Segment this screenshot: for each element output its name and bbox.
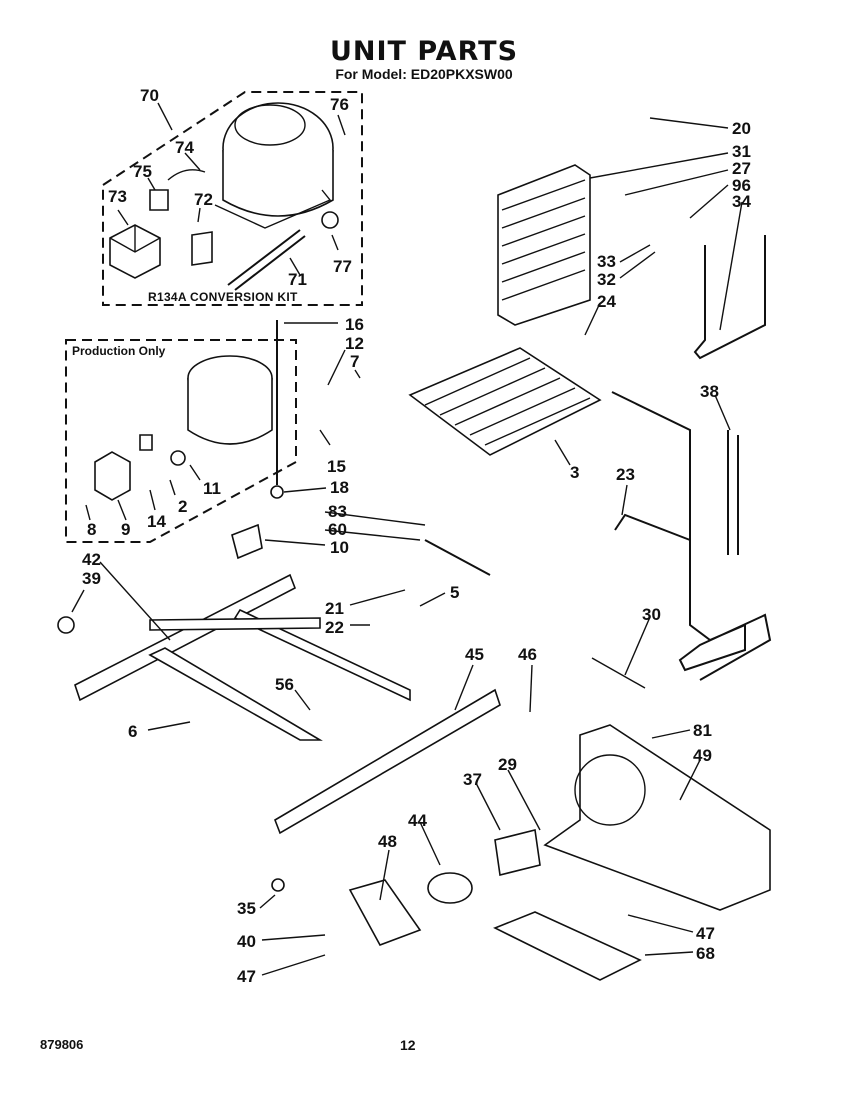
callout-37: 37 xyxy=(463,770,482,789)
tubing-drawing xyxy=(611,391,772,681)
callout-48: 48 xyxy=(378,832,397,851)
callout-5: 5 xyxy=(450,583,459,602)
part-60-drawing xyxy=(424,539,491,576)
callout-9: 9 xyxy=(121,520,130,539)
callout-70: 70 xyxy=(140,86,159,105)
callout-6: 6 xyxy=(128,722,137,741)
evaporator-coil-drawing xyxy=(408,347,602,456)
conversion-kit-label: R134A CONVERSION KIT xyxy=(148,290,298,304)
callout-20: 20 xyxy=(732,119,751,138)
callout-47-left: 47 xyxy=(237,967,256,986)
drier-34 xyxy=(693,235,766,360)
callout-12: 12 xyxy=(345,334,364,353)
callout-45: 45 xyxy=(465,645,484,664)
callout-14: 14 xyxy=(147,512,166,531)
wire-30 xyxy=(591,657,646,689)
callout-33: 33 xyxy=(597,252,616,271)
callout-77: 77 xyxy=(333,257,352,276)
callout-3: 3 xyxy=(570,463,579,482)
callout-34: 34 xyxy=(732,192,751,211)
callout-47-right: 47 xyxy=(696,924,715,943)
conversion-kit-box xyxy=(102,91,363,306)
page-number: 12 xyxy=(400,1037,416,1053)
callout-31: 31 xyxy=(732,142,751,161)
callout-46: 46 xyxy=(518,645,537,664)
fan-bracket-drawing xyxy=(543,724,771,911)
callout-18: 18 xyxy=(330,478,349,497)
callout-23: 23 xyxy=(616,465,635,484)
callout-22: 22 xyxy=(325,618,344,637)
callout-30: 30 xyxy=(642,605,661,624)
callout-83: 83 xyxy=(328,502,347,521)
callout-81: 81 xyxy=(693,721,712,740)
callout-71: 71 xyxy=(288,270,307,289)
callout-74: 74 xyxy=(175,138,194,157)
callout-11: 11 xyxy=(203,479,221,498)
callout-76: 76 xyxy=(330,95,349,114)
part-10-drawing xyxy=(231,523,263,560)
callout-75: 75 xyxy=(133,162,152,181)
base-frame-drawing xyxy=(74,573,411,741)
production-only-label: Production Only xyxy=(72,344,166,358)
callout-7: 7 xyxy=(350,352,359,371)
compressor-production-drawing xyxy=(94,320,284,501)
callout-29: 29 xyxy=(498,755,517,774)
callout-56: 56 xyxy=(275,675,294,694)
callout-60: 60 xyxy=(328,520,347,539)
callout-38: 38 xyxy=(700,382,719,401)
leader-lines xyxy=(71,102,743,976)
production-only-box xyxy=(65,339,297,543)
callout-49: 49 xyxy=(693,746,712,765)
callout-72: 72 xyxy=(194,190,213,209)
callout-39: 39 xyxy=(82,569,101,588)
callout-73: 73 xyxy=(108,187,127,206)
callout-40: 40 xyxy=(237,932,256,951)
page-title: UNIT PARTS xyxy=(329,36,519,67)
model-subtitle: For Model: ED20PKXSW00 xyxy=(335,66,513,82)
compressor-kit-drawing xyxy=(109,102,339,291)
part-39-drawing xyxy=(57,616,75,634)
document-number: 879806 xyxy=(40,1037,84,1052)
condenser-coil-drawing xyxy=(497,164,591,326)
callout-2: 2 xyxy=(178,497,187,516)
rail-45-drawing xyxy=(274,688,501,835)
tube-38 xyxy=(727,430,739,555)
callout-32: 32 xyxy=(597,270,616,289)
callout-68: 68 xyxy=(696,944,715,963)
callout-21: 21 xyxy=(325,599,344,618)
callout-15: 15 xyxy=(327,457,346,476)
callout-8: 8 xyxy=(87,520,96,539)
callout-42: 42 xyxy=(82,550,101,569)
callout-96: 96 xyxy=(732,176,751,195)
callout-24: 24 xyxy=(597,292,616,311)
drain-pan-68-drawing xyxy=(493,911,642,981)
fan-motor-drawing xyxy=(271,829,541,946)
callout-10: 10 xyxy=(330,538,349,557)
callout-44: 44 xyxy=(408,811,427,830)
callout-27: 27 xyxy=(732,159,751,178)
tube-23 xyxy=(614,513,691,541)
callout-16: 16 xyxy=(345,315,364,334)
callout-35: 35 xyxy=(237,899,256,918)
